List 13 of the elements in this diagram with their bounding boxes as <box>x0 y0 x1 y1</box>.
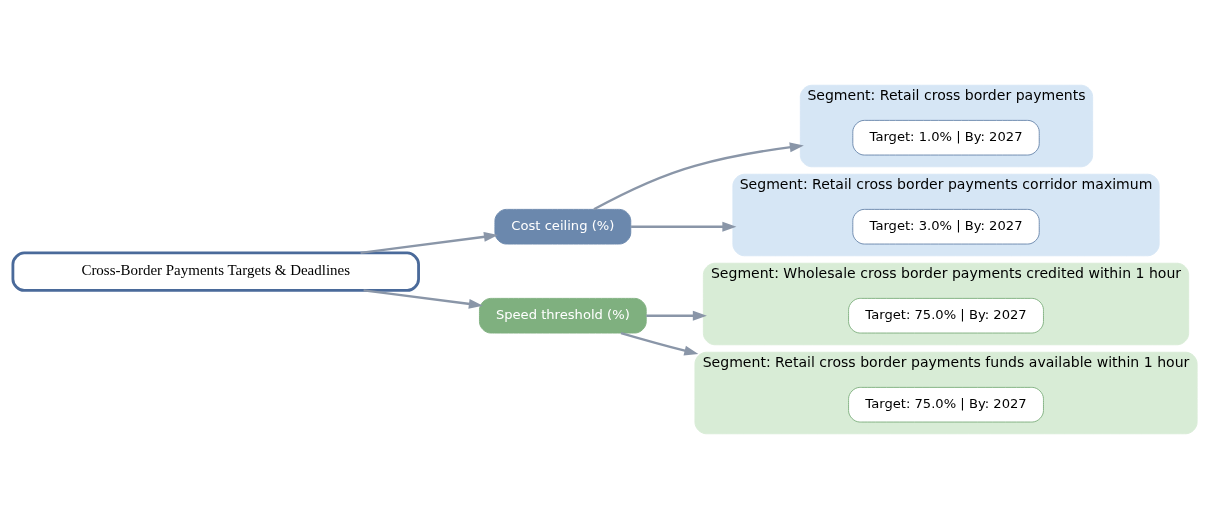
arrow <box>360 231 498 255</box>
arrow <box>646 310 707 321</box>
arrow <box>631 221 737 232</box>
node-box: Cost ceiling (%) <box>494 208 632 245</box>
arrow <box>593 142 804 211</box>
arrow <box>620 331 699 356</box>
node-box: Target: 75.0% | By: 2027 <box>848 297 1044 334</box>
node-box: Speed threshold (%) <box>479 297 647 334</box>
arrow <box>363 289 483 309</box>
node-box: Target: 1.0% | By: 2027 <box>852 119 1040 156</box>
node-box: Target: 75.0% | By: 2027 <box>848 386 1044 423</box>
node-box: Target: 3.0% | By: 2027 <box>852 208 1040 245</box>
node-box: Cross-Border Payments Targets & Deadlines <box>11 251 420 292</box>
